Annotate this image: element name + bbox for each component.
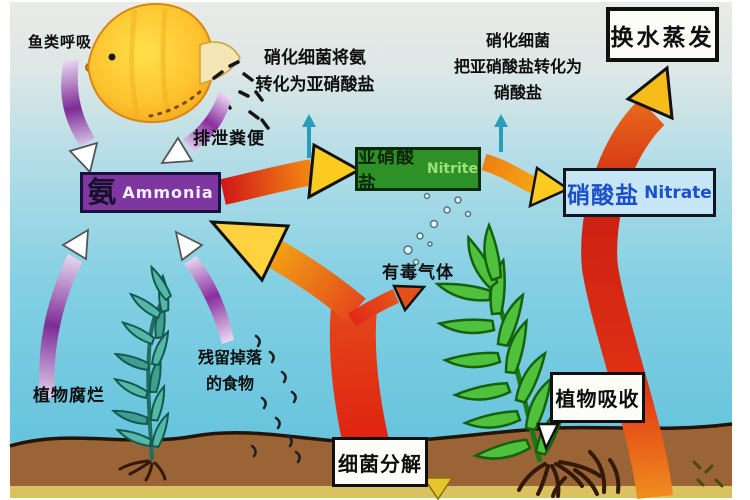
- arrow-toxic-gas-branch: [348, 284, 427, 327]
- ammonia-label-zh: 氨: [87, 175, 117, 209]
- label-leftover-food: 残留掉落 的食物: [190, 345, 270, 397]
- nitrify-to-nitrite-line1: 硝化细菌将氨: [264, 48, 366, 68]
- seaweed-roots: [118, 459, 167, 482]
- label-nitrify-to-nitrate: 硝化细菌 把亚硝酸盐转化为 硝酸盐: [453, 28, 583, 106]
- discus-fish: [85, 2, 241, 124]
- plant-root-ball: [517, 460, 602, 498]
- ammonia-node: 氨 Ammonia: [80, 172, 221, 213]
- arrow-nitrate-to-water-change: [581, 65, 674, 500]
- nitrate-node: 硝酸盐 Nitrate: [563, 168, 716, 217]
- fish-eye: [108, 53, 116, 61]
- nitrify-to-nitrate-line2: 把亚硝酸盐转化为: [453, 57, 582, 76]
- nitrate-label-zh: 硝酸盐: [567, 182, 640, 209]
- ammonia-label-en: Ammonia: [122, 183, 214, 202]
- green-plant: [436, 223, 582, 477]
- arrow-leftover-food: [174, 230, 234, 344]
- nitrite-label-en: Nitrite: [426, 161, 478, 177]
- corner-debris: [692, 460, 724, 488]
- bubbles: [403, 192, 472, 266]
- feces-particles: [212, 60, 270, 130]
- arrow-nitrite-to-nitrate: [481, 153, 571, 209]
- sinking-food-particles: [250, 334, 301, 464]
- label-plant-decay: 植物腐烂: [33, 386, 105, 406]
- pointer-nitrify-to-nitrate: [494, 114, 508, 152]
- arrow-excretion: [160, 92, 232, 165]
- bacteria-box-tail: [422, 477, 454, 500]
- roots-over-arrow: [588, 450, 621, 494]
- arrow-plant-decay: [39, 228, 90, 398]
- arrow-ammonia-to-nitrite: [220, 142, 363, 205]
- plant-absorb-box: 植物吸收: [550, 372, 645, 423]
- arrow-decomposition-to-ammonia: [208, 220, 391, 458]
- leftover-food-line2: 的食物: [205, 374, 254, 393]
- label-nitrify-to-nitrite: 硝化细菌将氨 转化为亚硝酸盐: [248, 45, 382, 99]
- sand-strip: [10, 486, 732, 498]
- nitrate-label-en: Nitrate: [644, 182, 712, 203]
- label-toxic-gas: 有毒气体: [382, 263, 454, 283]
- nitrite-node: 亚硝酸盐 Nitrite: [355, 147, 481, 194]
- plant-absorb-callout-tail: [536, 422, 561, 452]
- nitrite-label-zh: 亚硝酸盐: [358, 147, 415, 194]
- label-excretion: 排泄粪便: [193, 129, 265, 149]
- label-fish-breathing: 鱼类呼吸: [28, 33, 93, 51]
- nitrify-to-nitrite-line2: 转化为亚硝酸盐: [255, 75, 375, 95]
- nitrify-to-nitrate-line1: 硝化细菌: [485, 31, 550, 50]
- fish-tail-fin: [199, 41, 241, 85]
- seaweed-plant: [112, 265, 184, 461]
- bacteria-decompose-box: 细菌分解: [332, 437, 428, 487]
- arrow-fish-breathing: [61, 60, 99, 174]
- leftover-food-line1: 残留掉落: [197, 348, 262, 367]
- pointer-nitrify-to-nitrite: [302, 114, 316, 158]
- water-change-box: 换水蒸发: [606, 7, 719, 62]
- fish-mouth: [85, 63, 89, 72]
- nitrify-to-nitrate-line3: 硝酸盐: [493, 83, 542, 102]
